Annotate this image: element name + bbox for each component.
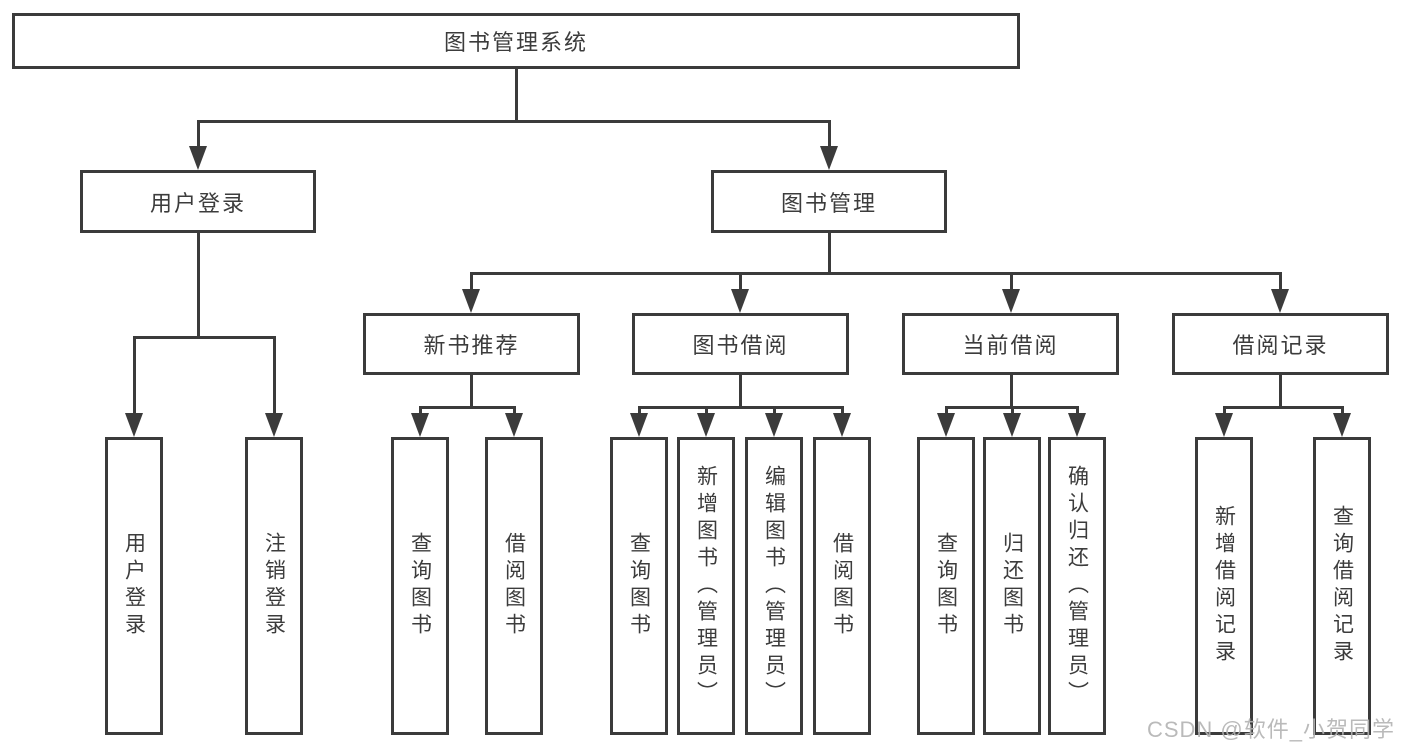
node-current-borrowing-label: 当前借阅 [962, 333, 1059, 358]
connector-line [196, 120, 200, 148]
connector-line [1010, 406, 1014, 416]
connector-line [840, 406, 844, 416]
node-book-borrowing: 图书借阅 [632, 313, 849, 375]
node-borrowing-records-label: 借阅记录 [1232, 333, 1329, 358]
leaf-newbook-borrow-books-label: 借阅图书 [502, 532, 526, 640]
connector-line [1009, 373, 1013, 408]
leaf-borrow-add-books-admin: 新增图书（管理员） [677, 437, 735, 735]
leaf-logout: 注销登录 [245, 437, 303, 735]
node-new-book-recommendation-label: 新书推荐 [423, 333, 520, 358]
node-root: 图书管理系统 [12, 13, 1020, 69]
connector-line [704, 406, 708, 416]
leaf-current-query-books-label: 查询图书 [934, 532, 958, 640]
connector-line [1278, 373, 1282, 408]
connector-arrowhead [630, 413, 648, 437]
leaf-newbook-query-books-label: 查询图书 [408, 532, 432, 640]
connector-line [469, 373, 473, 408]
leaf-current-return-books: 归还图书 [983, 437, 1041, 735]
connector-line [132, 336, 276, 339]
connector-arrowhead [765, 413, 783, 437]
connector-line [1075, 406, 1079, 416]
connector-line [469, 272, 473, 291]
connector-line [514, 69, 518, 122]
leaf-newbook-borrow-books: 借阅图书 [485, 437, 543, 735]
connector-arrowhead [820, 146, 838, 170]
connector-arrowhead [462, 289, 480, 313]
connector-arrowhead [1002, 289, 1020, 313]
connector-line [469, 272, 1282, 275]
connector-arrowhead [1068, 413, 1086, 437]
node-borrowing-records: 借阅记录 [1172, 313, 1389, 375]
connector-arrowhead [1271, 289, 1289, 313]
connector-line [1340, 406, 1344, 416]
leaf-records-add-record: 新增借阅记录 [1195, 437, 1253, 735]
connector-line [637, 406, 844, 409]
connector-arrowhead [505, 413, 523, 437]
leaf-borrow-edit-books-admin: 编辑图书（管理员） [745, 437, 803, 735]
node-new-book-recommendation: 新书推荐 [363, 313, 580, 375]
leaf-borrow-borrow-books-label: 借阅图书 [830, 532, 854, 640]
node-user-login-label: 用户登录 [149, 190, 246, 216]
leaf-user-login: 用户登录 [105, 437, 163, 735]
connector-arrowhead [1333, 413, 1351, 437]
leaf-records-add-record-label: 新增借阅记录 [1212, 505, 1236, 667]
connector-line [738, 373, 742, 408]
connector-line [1009, 272, 1013, 291]
leaf-borrow-borrow-books: 借阅图书 [813, 437, 871, 735]
connector-line [1278, 272, 1282, 291]
connector-line [272, 336, 276, 415]
connector-line [944, 406, 948, 416]
csdn-watermark: CSDN @软件_小贺同学 [1146, 717, 1395, 742]
node-user-login: 用户登录 [80, 170, 316, 233]
connector-line [196, 233, 200, 338]
connector-arrowhead [265, 413, 283, 437]
connector-line [132, 336, 136, 415]
connector-line [738, 272, 742, 291]
connector-arrowhead [697, 413, 715, 437]
leaf-records-query-record: 查询借阅记录 [1313, 437, 1371, 735]
leaf-current-confirm-return-admin: 确认归还（管理员） [1048, 437, 1106, 735]
connector-arrowhead [1003, 413, 1021, 437]
leaf-newbook-query-books: 查询图书 [391, 437, 449, 735]
leaf-borrow-query-books: 查询图书 [610, 437, 668, 735]
connector-line [637, 406, 641, 416]
leaf-user-login-label: 用户登录 [122, 532, 146, 640]
connector-line [827, 120, 831, 148]
node-book-management-label: 图书管理 [780, 190, 877, 216]
leaf-borrow-query-books-label: 查询图书 [627, 532, 651, 640]
connector-line [1222, 406, 1344, 409]
connector-arrowhead [125, 413, 143, 437]
node-current-borrowing: 当前借阅 [902, 313, 1119, 375]
connector-line [772, 406, 776, 416]
connector-arrowhead [411, 413, 429, 437]
connector-arrowhead [937, 413, 955, 437]
node-book-borrowing-label: 图书借阅 [692, 333, 789, 358]
leaf-records-query-record-label: 查询借阅记录 [1330, 505, 1354, 667]
connector-line [418, 406, 516, 409]
leaf-borrow-add-books-admin-label: 新增图书（管理员） [694, 464, 718, 708]
node-root-label: 图书管理系统 [443, 30, 588, 55]
connector-arrowhead [833, 413, 851, 437]
leaf-borrow-edit-books-admin-label: 编辑图书（管理员） [762, 464, 786, 708]
connector-arrowhead [189, 146, 207, 170]
leaf-current-return-books-label: 归还图书 [1000, 532, 1024, 640]
connector-line [512, 406, 516, 416]
connector-arrowhead [1215, 413, 1233, 437]
connector-line [418, 406, 422, 416]
connector-line [196, 120, 831, 123]
connector-line [827, 233, 831, 275]
leaf-current-confirm-return-admin-label: 确认归还（管理员） [1065, 464, 1089, 708]
connector-arrowhead [731, 289, 749, 313]
connector-line [1222, 406, 1226, 416]
node-book-management: 图书管理 [711, 170, 947, 233]
leaf-current-query-books: 查询图书 [917, 437, 975, 735]
leaf-logout-label: 注销登录 [262, 532, 286, 640]
